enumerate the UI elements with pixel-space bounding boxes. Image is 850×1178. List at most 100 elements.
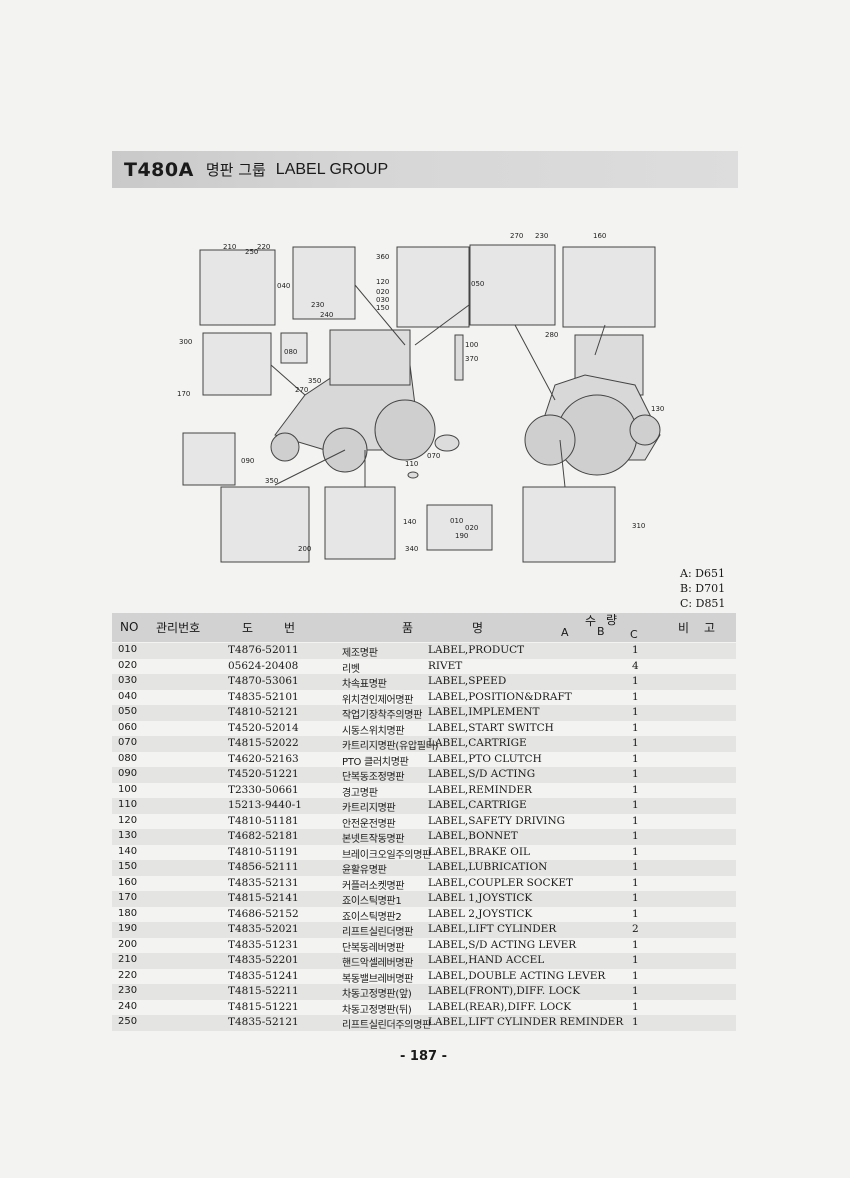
row-number: 020	[118, 659, 138, 671]
model-c: C: D851	[680, 597, 726, 610]
quantity: 1	[632, 768, 639, 780]
quantity: 4	[632, 659, 639, 672]
quantity: 1	[632, 985, 639, 997]
callout-150: 150	[376, 304, 390, 312]
header-qty-b: B	[597, 625, 605, 638]
part-number: T4682-52181	[228, 830, 299, 842]
callout-310: 310	[632, 522, 646, 530]
quantity: 1	[632, 1000, 639, 1013]
row-number: 090	[118, 768, 138, 779]
quantity: 1	[632, 690, 639, 703]
part-number: T4815-52211	[228, 985, 299, 997]
english-name: LABEL,S/D ACTING LEVER	[428, 938, 577, 951]
header-qty-2: 량	[606, 613, 618, 627]
quantity: 1	[632, 737, 639, 749]
callout-230: 230	[311, 301, 325, 309]
english-name: LABEL(REAR),DIFF. LOCK	[428, 1000, 572, 1013]
model-code: T480A	[124, 158, 194, 181]
part-number: T4835-51231	[228, 938, 299, 951]
english-name: LABEL,CARTRIGE	[428, 799, 527, 811]
row-number: 110	[118, 799, 138, 810]
quantity: 1	[632, 969, 639, 982]
row-number: 010	[118, 644, 138, 655]
header-qty-a: A	[561, 626, 569, 639]
callout-170: 170	[177, 390, 191, 398]
header-remark-2: 고	[704, 621, 716, 635]
korean-name: 카트리지명판(유압필터)	[342, 741, 439, 752]
callout-230b: 230	[535, 232, 549, 240]
part-number: T4520-51221	[228, 768, 299, 780]
english-name: LABEL,POSITION&DRAFT	[428, 690, 572, 703]
korean-name: 차동고정명판(뒤)	[342, 1004, 412, 1016]
callout-100: 100	[465, 341, 479, 349]
part-number: T4835-52021	[228, 923, 299, 935]
korean-name: PTO 클러치명판	[342, 756, 409, 768]
korean-name: 커플러소켓명판	[342, 880, 405, 892]
korean-name: 복동밸브레버명판	[342, 973, 414, 985]
part-number: T4876-52011	[228, 644, 299, 656]
part-number: T4810-52121	[228, 706, 299, 718]
korean-name: 죠이스틱명판2	[342, 911, 402, 923]
callout-040: 040	[277, 282, 291, 290]
callout-250: 250	[245, 248, 259, 256]
english-name: LABEL(FRONT),DIFF. LOCK	[428, 985, 581, 997]
korean-name: 본넷트작동명판	[342, 834, 405, 845]
english-name: LABEL,START SWITCH	[428, 721, 554, 734]
quantity: 1	[632, 861, 639, 873]
quantity: 1	[632, 830, 639, 842]
row-number: 080	[118, 752, 138, 764]
korean-name: 리벳	[342, 663, 360, 675]
callout-340: 340	[405, 545, 419, 553]
row-number: 030	[118, 675, 138, 686]
callout-010: 010	[450, 517, 464, 525]
row-number: 130	[118, 830, 138, 841]
tractor-illustration	[182, 244, 661, 563]
callout-360: 360	[376, 253, 390, 261]
header-name-1: 품	[402, 621, 414, 635]
korean-name: 리프트실린더명판	[342, 927, 414, 938]
header-drawing-2: 번	[284, 621, 296, 635]
header-qty-c: C	[630, 628, 638, 641]
model-b: B: D701	[680, 582, 726, 595]
english-name: LABEL,DOUBLE ACTING LEVER	[428, 969, 606, 982]
part-number: T2330-50661	[228, 783, 299, 796]
part-number: 15213-9440-1	[228, 799, 302, 811]
part-number: T4856-52111	[228, 861, 299, 873]
part-number: T4620-52163	[228, 752, 299, 765]
callout-110: 110	[405, 460, 419, 468]
english-name: LABEL,LIFT CYLINDER	[428, 923, 557, 935]
english-name: LABEL 1,JOYSTICK	[428, 892, 533, 904]
callout-200: 200	[298, 545, 312, 553]
model-legend: A: D651 B: D701 C: D851	[680, 566, 725, 611]
part-number: T4835-52131	[228, 876, 299, 889]
callout-370: 370	[465, 355, 479, 363]
english-name: LABEL,REMINDER	[428, 783, 532, 796]
english-name: LABEL,SPEED	[428, 675, 507, 687]
callout-090: 090	[241, 457, 255, 465]
callout-120: 120	[376, 278, 390, 286]
part-number: T4835-52121	[228, 1016, 299, 1028]
korean-name: 카트리지명판	[342, 803, 396, 814]
part-number: T4810-51191	[228, 845, 299, 858]
callout-030: 030	[376, 296, 390, 304]
row-number: 210	[118, 954, 138, 965]
part-number: T4835-52201	[228, 954, 299, 966]
english-name: RIVET	[428, 659, 463, 672]
callout-210: 210	[223, 243, 237, 251]
korean-name: 위치견인제어명판	[342, 694, 414, 706]
korean-name: 브레이크오일주의명판	[342, 849, 432, 861]
part-number: T4520-52014	[228, 721, 299, 734]
callout-130: 130	[651, 405, 665, 413]
